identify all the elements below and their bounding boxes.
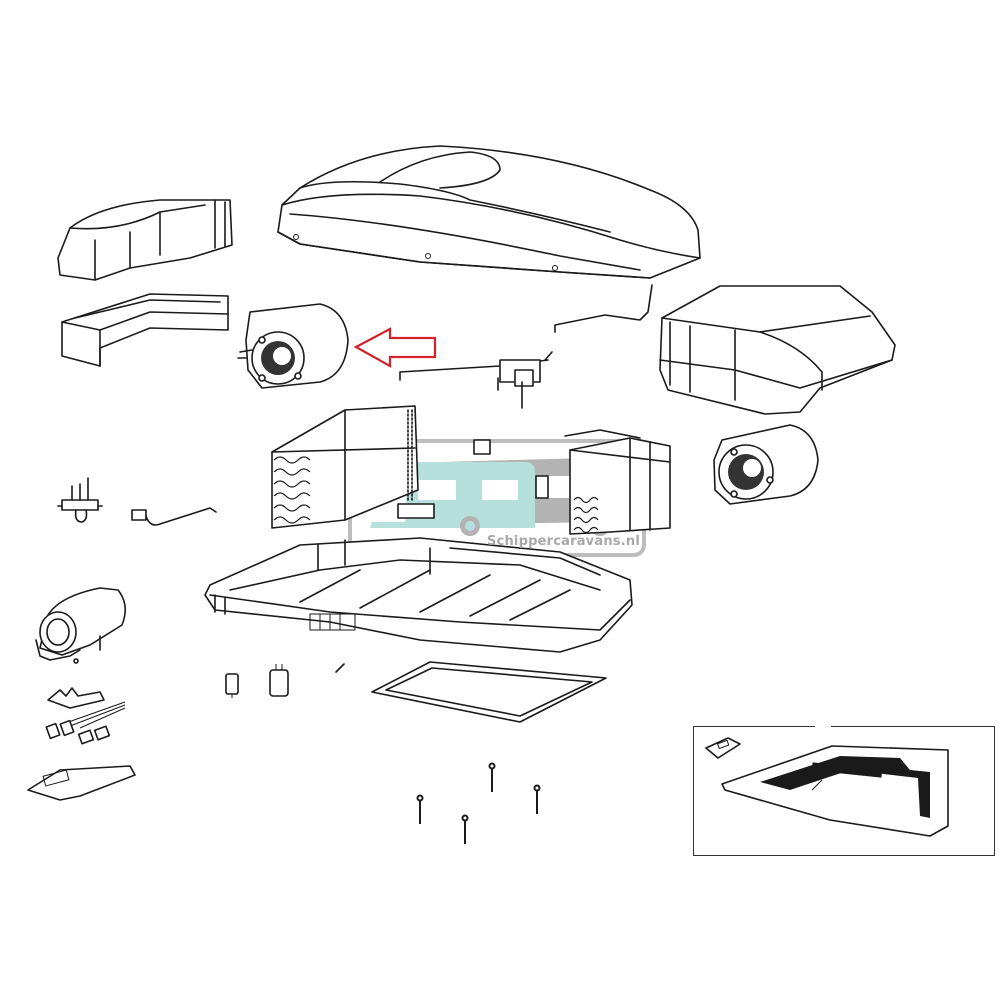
condenser-cover <box>659 285 896 415</box>
capacitor-1 <box>225 673 239 698</box>
small-clip <box>335 663 345 673</box>
evaporator-coil <box>271 405 419 529</box>
capacitor-2 <box>269 664 289 697</box>
mounting-bolts <box>416 762 541 844</box>
watermark-text: Schippercaravans.nl <box>487 534 640 549</box>
valve-assembly <box>57 477 103 523</box>
capacitors-small <box>45 701 126 745</box>
ceiling-distribution-box <box>721 745 949 837</box>
front-air-duct-upper <box>57 199 233 281</box>
mounting-plate <box>27 765 136 801</box>
condenser-blower-fan <box>713 424 819 505</box>
inset-frame-gap <box>815 724 831 728</box>
front-air-duct-frame <box>61 293 229 367</box>
inset-frame <box>693 726 995 856</box>
remote-control <box>705 737 741 759</box>
bracket <box>47 687 105 709</box>
condenser-coil <box>397 429 671 535</box>
evaporator-blower-fan <box>237 303 349 389</box>
highlight-arrow-icon <box>353 327 437 368</box>
wiring-harness <box>399 284 653 409</box>
base-pan <box>204 537 633 653</box>
compressor <box>35 587 126 664</box>
thermostat-sensor <box>131 507 217 526</box>
coil-fins <box>273 456 311 524</box>
top-cover-shroud <box>277 145 701 279</box>
roof-gasket <box>371 661 607 723</box>
